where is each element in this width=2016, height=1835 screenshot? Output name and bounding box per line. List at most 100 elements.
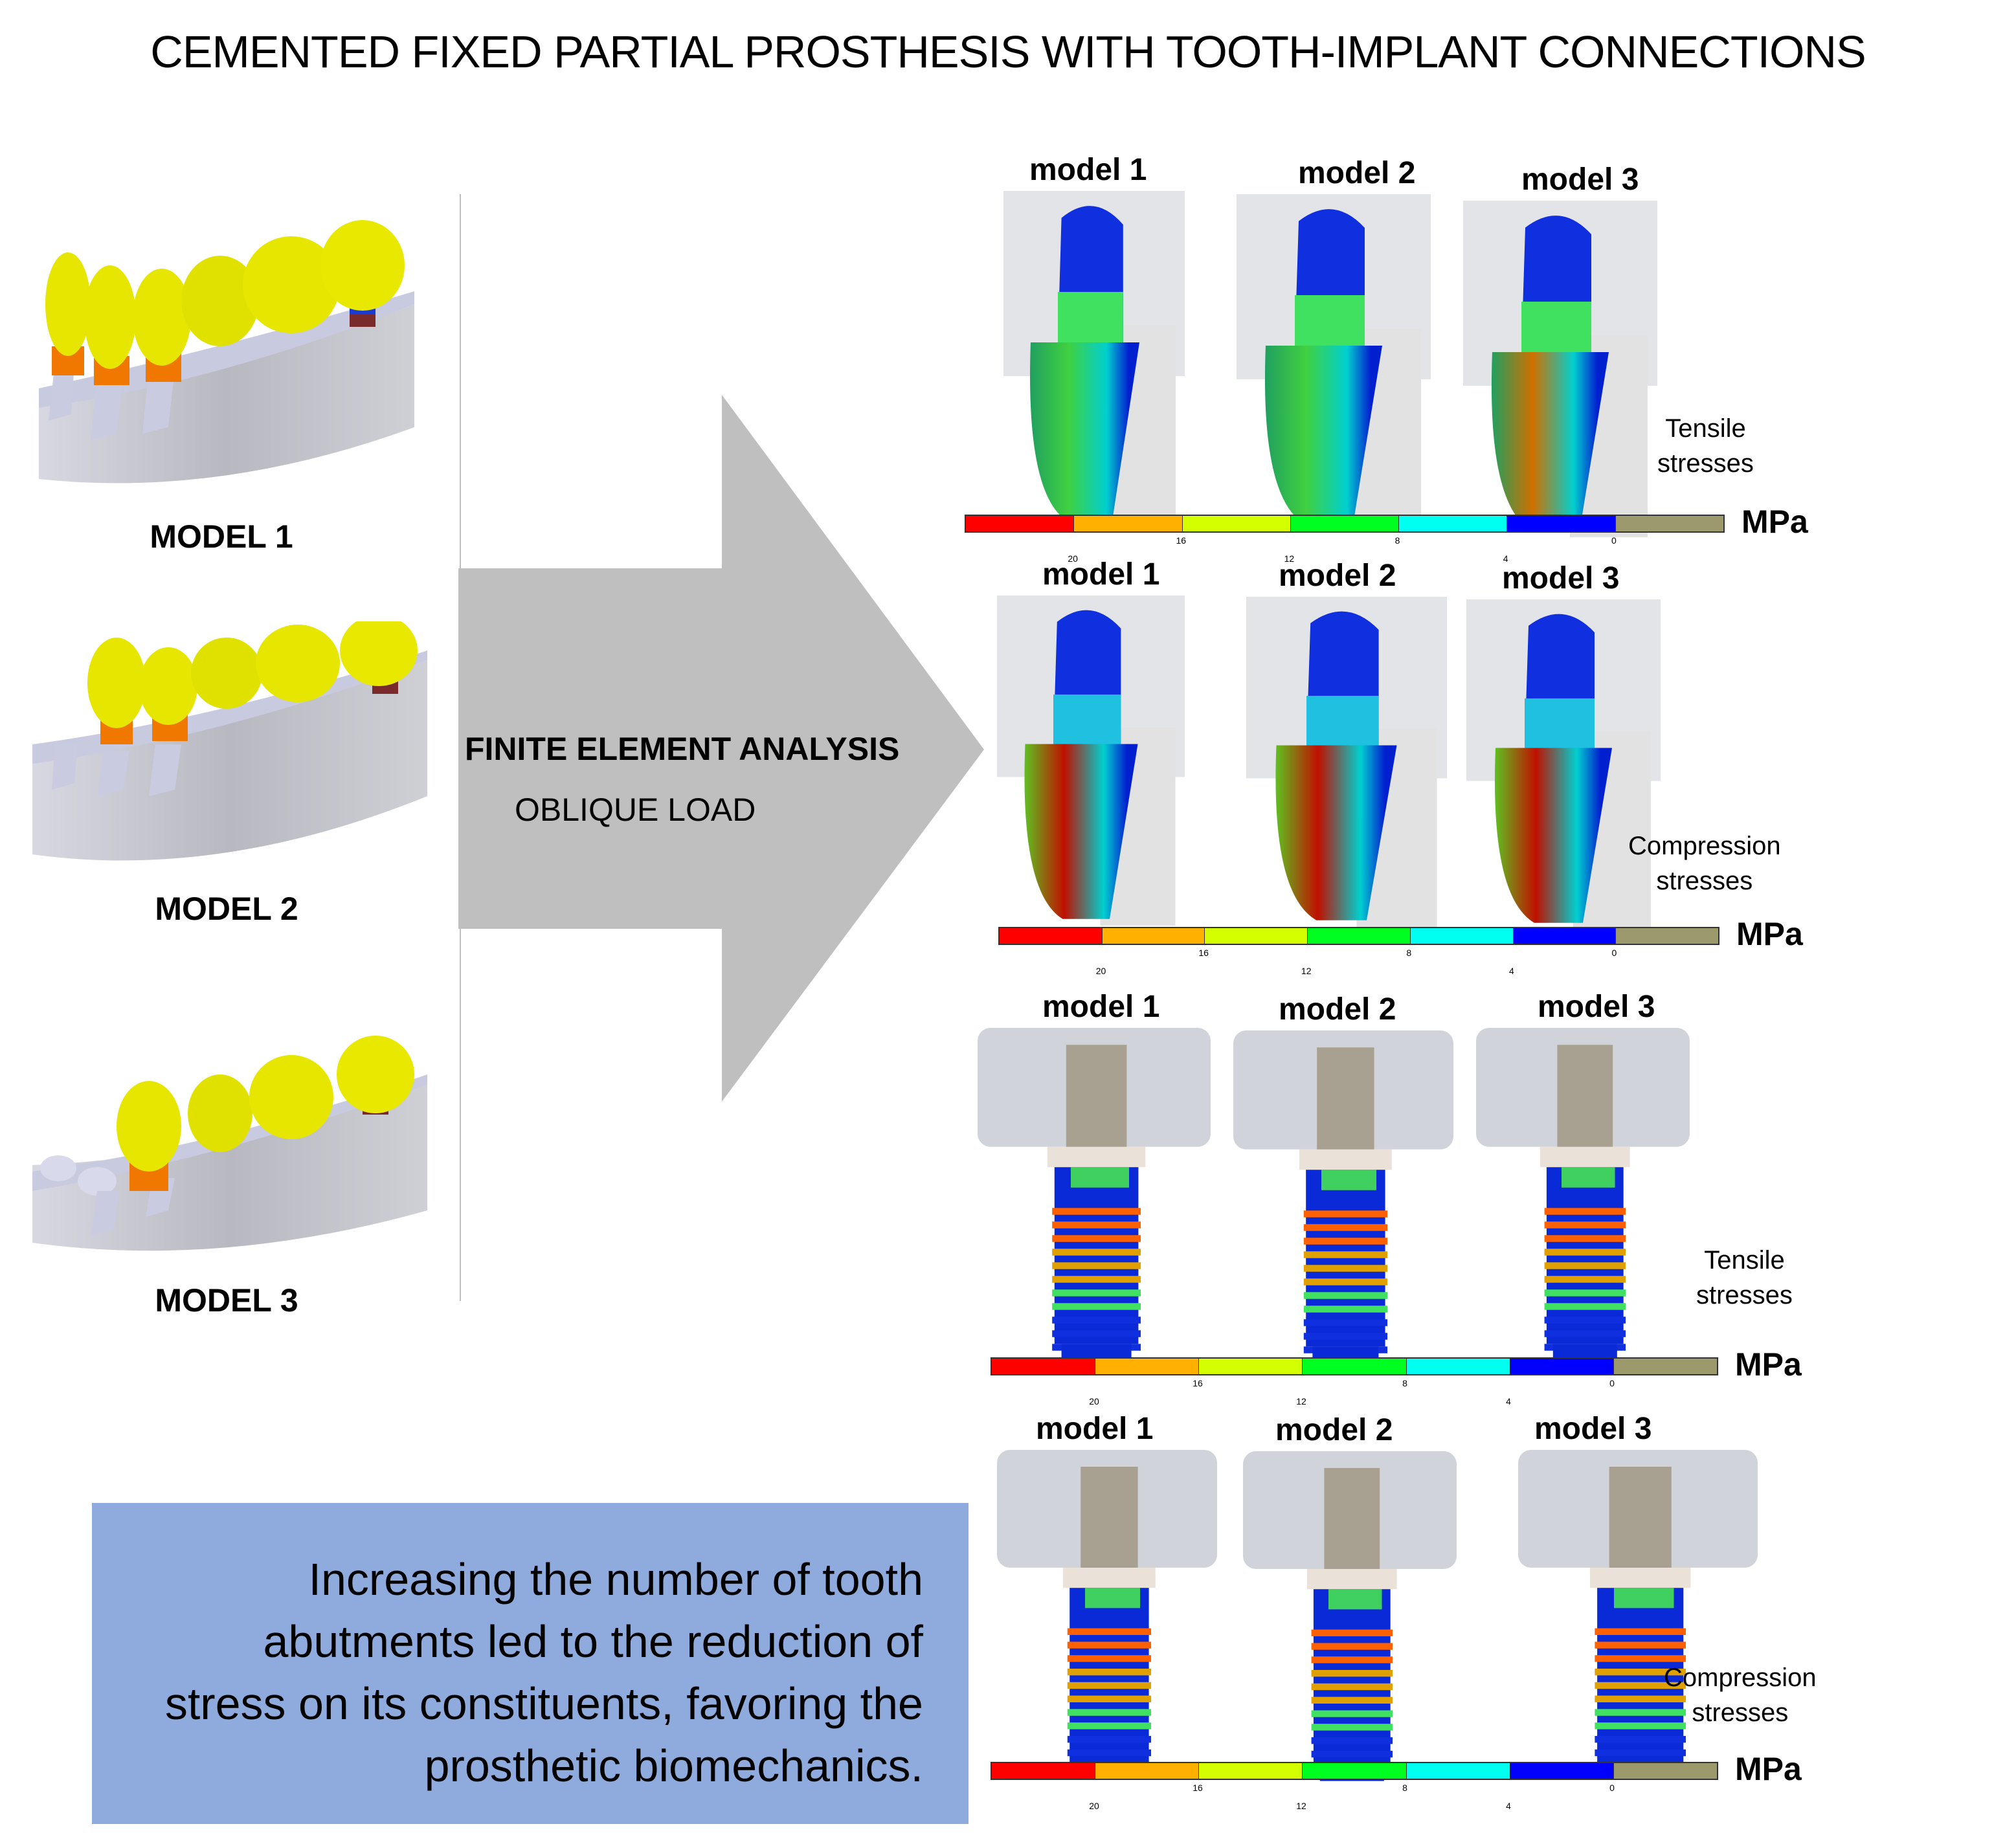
scale-color-band	[992, 1763, 1096, 1779]
panel-model-label: model 2	[1279, 992, 1396, 1027]
right-arrow-icon	[458, 395, 984, 1102]
implant-stress-render	[1518, 1450, 1758, 1786]
panel-model-label: model 3	[1534, 1412, 1652, 1446]
panel-model-label: model 1	[1042, 990, 1160, 1024]
scale-tick-label: 20	[1089, 1396, 1099, 1407]
scale-unit-label: MPa	[1735, 1346, 1802, 1383]
scale-tick-label: 16	[1176, 535, 1187, 546]
scale-tick-label: 12	[1284, 553, 1295, 564]
panel-model-label: model 3	[1502, 561, 1620, 595]
scale-color-band	[1510, 1763, 1614, 1779]
prosthesis-3d-model-icon	[32, 615, 427, 861]
stress-color-scale	[965, 515, 1725, 533]
scale-tick-label: 8	[1394, 535, 1400, 546]
scale-tick-label: 20	[1095, 966, 1106, 976]
scale-color-band	[1303, 1359, 1407, 1374]
panel-model-label: model 2	[1275, 1413, 1393, 1447]
scale-color-band	[1399, 516, 1508, 531]
panel-model-label: model 1	[1029, 153, 1147, 187]
implant-stress-render	[1243, 1451, 1457, 1788]
model-2-illustration	[26, 615, 427, 893]
scale-tick-label: 0	[1611, 535, 1617, 546]
scale-color-band	[1000, 928, 1103, 944]
panel-model-label: model 3	[1538, 990, 1655, 1024]
stress-type-line-2: stresses	[1696, 1281, 1793, 1309]
model-2-label: MODEL 2	[155, 891, 298, 927]
model-3-label: MODEL 3	[155, 1282, 298, 1318]
scale-color-band	[1406, 1763, 1510, 1779]
scale-tick-label: 0	[1611, 948, 1617, 958]
scale-color-band	[1290, 516, 1400, 531]
scale-color-band	[1510, 1359, 1614, 1374]
tooth-stress-render	[1003, 191, 1185, 528]
scale-tick-label: 20	[1068, 553, 1078, 564]
figure-title: CEMENTED FIXED PARTIAL PROSTHESIS WITH T…	[150, 27, 1866, 77]
scale-color-band	[1303, 1763, 1407, 1779]
scale-color-band	[1616, 928, 1719, 944]
scale-unit-label: MPa	[1742, 504, 1808, 540]
scale-tick-label: 12	[1301, 966, 1312, 976]
implant-stress-render	[1476, 1028, 1690, 1368]
scale-color-band	[1205, 928, 1308, 944]
tooth-fea-model-icon	[997, 595, 1185, 926]
conclusion-text: Increasing the number of tooth abutments…	[164, 1554, 923, 1791]
prosthesis-3d-model-icon	[39, 220, 414, 484]
stress-color-scale	[991, 1357, 1718, 1375]
prosthesis-3d-model-icon	[32, 1036, 427, 1251]
scale-color-band	[1182, 516, 1291, 531]
panel-model-label: model 2	[1279, 559, 1396, 593]
conclusion-box: Increasing the number of tooth abutments…	[92, 1503, 969, 1824]
stress-color-scale	[991, 1762, 1718, 1780]
panel-model-label: model 3	[1521, 162, 1639, 197]
scale-tick-label: 12	[1296, 1801, 1306, 1811]
scale-unit-label: MPa	[1735, 1751, 1802, 1787]
implant-fea-model-icon	[1518, 1450, 1758, 1780]
scale-color-band	[1613, 1763, 1717, 1779]
scale-color-band	[1308, 928, 1411, 944]
scale-tick-label: 8	[1402, 1378, 1407, 1388]
tooth-stress-render	[1237, 194, 1431, 531]
model-1-illustration	[26, 220, 427, 518]
implant-fea-model-icon	[997, 1450, 1217, 1780]
scale-tick-label: 16	[1193, 1783, 1203, 1793]
scale-color-band	[1095, 1763, 1200, 1779]
scale-color-band	[1074, 516, 1183, 531]
stress-type-label: Tensile stresses	[1696, 1243, 1793, 1313]
stress-type-line-1: Compression	[1628, 832, 1781, 860]
scale-tick-label: 16	[1198, 948, 1209, 958]
implant-fea-model-icon	[1233, 1030, 1453, 1364]
model-1-label: MODEL 1	[150, 518, 293, 555]
tooth-fea-model-icon	[1463, 201, 1657, 537]
scale-color-band	[1199, 1359, 1303, 1374]
scale-color-band	[1613, 1359, 1717, 1374]
implant-stress-render	[997, 1450, 1217, 1786]
scale-color-band	[1102, 928, 1205, 944]
tooth-stress-render	[997, 595, 1185, 926]
scale-color-band	[1410, 928, 1514, 944]
implant-fea-model-icon	[978, 1028, 1211, 1361]
tooth-fea-model-icon	[1246, 597, 1447, 927]
stress-type-line-2: stresses	[1657, 449, 1754, 478]
implant-stress-render	[978, 1028, 1211, 1368]
panel-model-label: model 2	[1298, 156, 1416, 190]
stress-type-line-1: Tensile	[1665, 414, 1746, 443]
scale-color-band	[1615, 516, 1723, 531]
implant-fea-model-icon	[1243, 1451, 1457, 1781]
scale-color-band	[1507, 516, 1616, 531]
stress-color-scale	[998, 927, 1719, 945]
panel-model-label: model 1	[1036, 1412, 1154, 1446]
tooth-fea-model-icon	[1003, 191, 1185, 528]
tooth-fea-model-icon	[1237, 194, 1431, 531]
stress-type-line-1: Tensile	[1704, 1246, 1785, 1274]
tooth-stress-render	[1246, 597, 1447, 927]
scale-tick-label: 4	[1506, 1396, 1511, 1407]
stress-type-line-2: stresses	[1692, 1698, 1789, 1727]
scale-unit-label: MPa	[1736, 916, 1803, 952]
scale-tick-label: 20	[1089, 1801, 1099, 1811]
panel-model-label: model 1	[1042, 557, 1160, 592]
scale-tick-label: 8	[1402, 1783, 1407, 1793]
scale-tick-label: 4	[1503, 553, 1508, 564]
scale-color-band	[1513, 928, 1617, 944]
tooth-stress-render	[1466, 599, 1661, 929]
